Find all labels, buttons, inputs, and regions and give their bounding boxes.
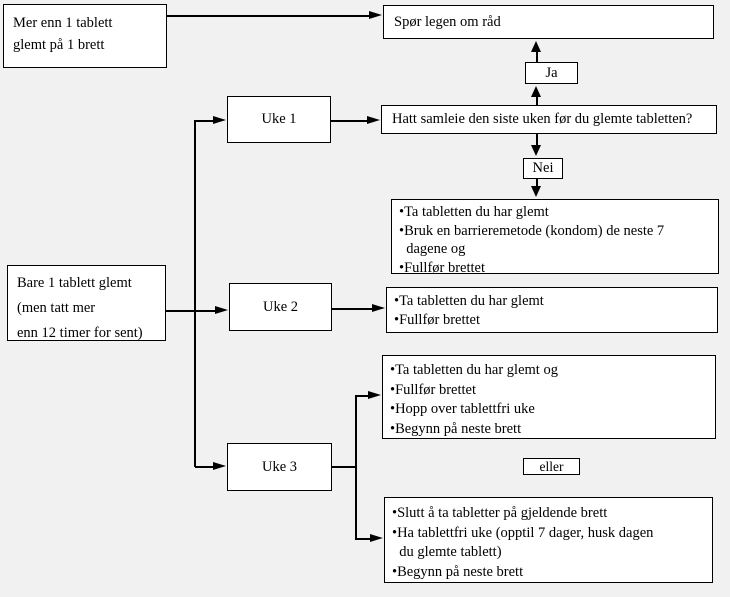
node-intercourse-question: Hatt samleie den siste uken før du glemt…	[381, 105, 717, 134]
node-more-than-one-pill-missed: Mer enn 1 tablett glemt på 1 brett	[3, 4, 167, 68]
node-text-line: glemt på 1 brett	[13, 37, 105, 53]
arrowhead-into-week3	[213, 462, 226, 470]
connector-trunk-to-week3	[195, 466, 214, 468]
node-yes: Ja	[525, 62, 578, 84]
node-text-line: •Bruk en barrieremetode (kondom) de nest…	[399, 222, 665, 239]
arrowhead-into-option-b	[370, 534, 383, 542]
node-week1-instructions: •Ta tabletten du har glemt •Bruk en barr…	[391, 199, 719, 276]
node-week3-option-b: •Slutt å ta tabletter på gjeldende brett…	[384, 497, 713, 583]
arrowhead-into-question	[367, 116, 380, 124]
node-text-line: Hatt samleie den siste uken før du glemt…	[392, 111, 693, 127]
node-week-1: Uke 1	[227, 96, 331, 143]
arrowhead-into-week1-instructions	[531, 186, 541, 197]
node-text-line: •Ta tabletten du har glemt	[394, 293, 544, 309]
node-text-line: •Fullfør brettet	[399, 259, 486, 276]
arrowhead-into-nei	[531, 145, 541, 156]
connector-trunk-to-week1	[195, 120, 214, 122]
node-text-line: •Ta tabletten du har glemt	[399, 204, 549, 220]
node-text-line: Uke 1	[261, 111, 297, 127]
node-text-line: Uke 2	[262, 298, 299, 315]
node-week-2: Uke 2	[229, 283, 332, 331]
connector-week3-split-trunk	[355, 395, 357, 540]
node-text-line: •Slutt å ta tabletter på gjeldende brett	[392, 505, 608, 521]
connector-week3-to-split	[332, 466, 357, 468]
node-text-line: eller	[539, 458, 564, 474]
node-text-line: •Hopp over tablettfri uke	[390, 401, 535, 417]
arrowhead-into-week2	[215, 306, 228, 314]
node-text-line: Uke 3	[261, 458, 298, 475]
node-text-line: Mer enn 1 tablett	[13, 15, 113, 31]
node-text-line: dagene og	[399, 241, 466, 257]
node-text-line: •Begynn på neste brett	[390, 420, 522, 437]
connector-split-to-option-a	[356, 395, 369, 397]
node-text-line: •Fullfør brettet	[390, 381, 477, 398]
arrowhead-into-option-a	[368, 391, 381, 399]
node-text-line: Bare 1 tablett glemt	[17, 275, 132, 291]
node-text-line: •Ta tabletten du har glemt og	[390, 362, 558, 378]
node-text-line: •Ha tablettfri uke (opptil 7 dager, husk…	[392, 524, 654, 541]
arrowhead-question-to-ja	[531, 86, 541, 97]
node-text-line: enn 12 timer for sent)	[17, 325, 143, 341]
connector-nei-to-week1-instructions	[536, 179, 538, 187]
node-text-line: Ja	[545, 64, 558, 81]
node-week-3: Uke 3	[227, 443, 332, 491]
node-text-line: du glemte tablett)	[392, 544, 502, 560]
node-text-line: Nei	[532, 160, 554, 176]
connector-question-to-nei	[536, 134, 538, 146]
node-text-line: •Begynn på neste brett	[392, 563, 524, 580]
connector-ja-to-ask-doctor	[536, 51, 538, 62]
arrowhead-into-week2-instructions	[372, 304, 385, 312]
connector-question-to-ja	[536, 96, 538, 105]
node-text-line: Spør legen om råd	[394, 13, 501, 30]
connector-split-to-option-b	[356, 538, 371, 540]
node-or: eller	[523, 458, 580, 475]
connector-bare-to-week2	[166, 310, 216, 312]
node-week3-option-a: •Ta tabletten du har glemt og •Fullfør b…	[382, 355, 716, 439]
connector-week1-to-question	[331, 120, 368, 122]
connector-week2-to-instructions	[332, 308, 373, 310]
connector-branch-trunk	[194, 120, 196, 467]
node-text-line: •Fullfør brettet	[394, 312, 481, 328]
node-ask-doctor: Spør legen om råd	[383, 5, 714, 39]
arrowhead-into-week1	[213, 116, 226, 124]
arrowhead-into-ask-doctor	[369, 11, 382, 19]
node-week2-instructions: •Ta tabletten du har glemt •Fullfør bret…	[386, 287, 718, 333]
arrowhead-ja-to-ask-doctor	[531, 41, 541, 52]
node-only-one-pill-missed: Bare 1 tablett glemt (men tatt mer enn 1…	[7, 265, 166, 341]
node-text-line: (men tatt mer	[17, 300, 96, 316]
node-no: Nei	[523, 158, 563, 179]
connector-mer-to-spor	[167, 15, 369, 17]
